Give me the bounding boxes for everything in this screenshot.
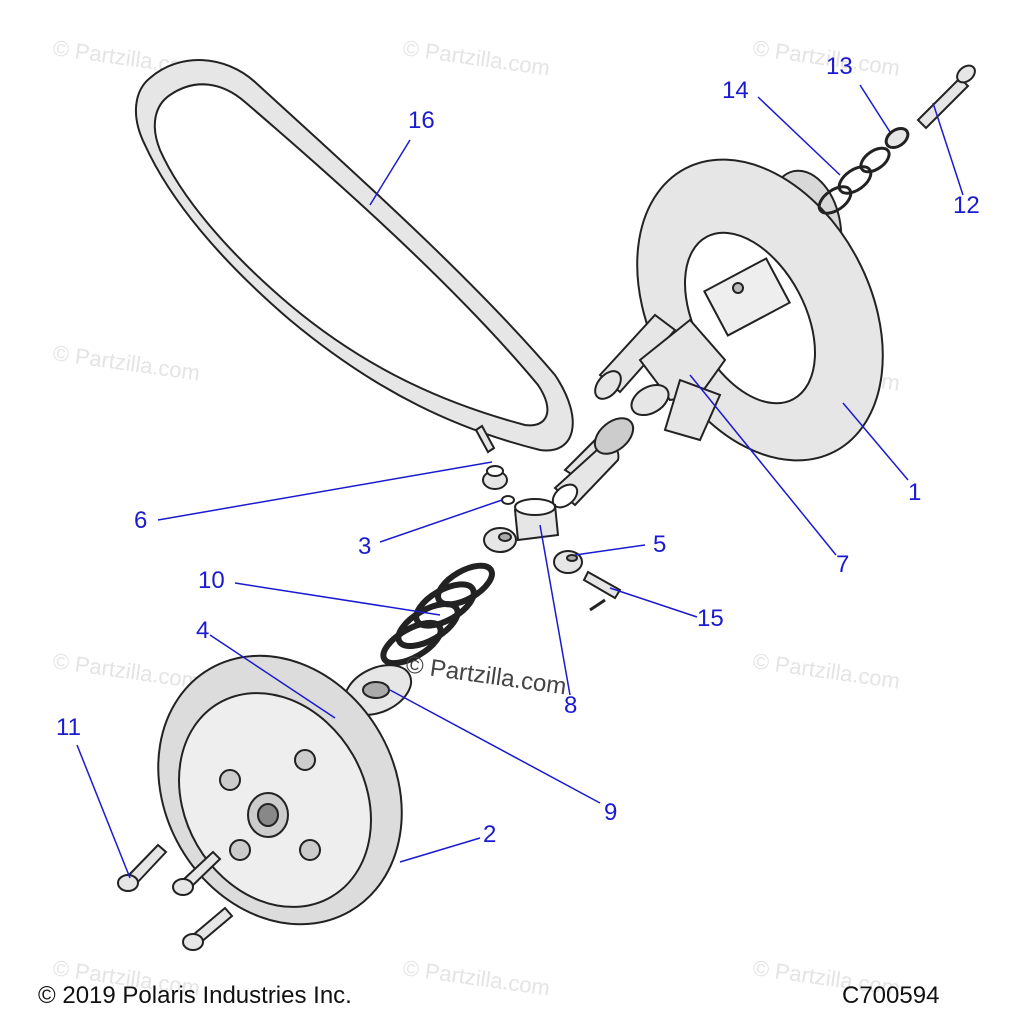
washers — [817, 126, 910, 215]
callout-15: 15 — [697, 605, 724, 632]
callout-4: 4 — [196, 617, 209, 644]
moveable-sheave — [636, 158, 884, 462]
callout-12: 12 — [953, 192, 980, 219]
roller-5 — [553, 550, 622, 612]
callout-3: 3 — [358, 533, 371, 560]
callout-1: 1 — [908, 479, 921, 506]
watermark-text: © Partzilla.com — [751, 648, 901, 693]
watermark-text: © Partzilla.com — [401, 955, 551, 1000]
bushing-8 — [513, 498, 560, 542]
callout-2: 2 — [483, 821, 496, 848]
spring-cup — [343, 664, 413, 716]
roller-left — [483, 527, 517, 553]
callout-11: 11 — [56, 714, 81, 741]
callout-8: 8 — [564, 692, 577, 719]
callout-14: 14 — [722, 77, 749, 104]
drawing-number: C700594 — [842, 982, 940, 1009]
shaft — [551, 417, 635, 509]
watermark-center: © Partzilla.com — [404, 651, 568, 700]
callout-numbers: 16 1 7 14 13 12 6 3 5 15 8 10 4 9 2 11 — [56, 53, 980, 848]
watermark-text: © Partzilla.com — [51, 340, 201, 385]
callout-9: 9 — [604, 799, 617, 826]
callout-16: 16 — [408, 107, 435, 134]
leader-lines — [76, 84, 964, 879]
bolts-11 — [117, 843, 234, 951]
callout-5: 5 — [653, 531, 666, 558]
callout-7: 7 — [836, 551, 849, 578]
copyright-notice: © 2019 Polaris Industries Inc. — [38, 982, 352, 1009]
drive-belt — [134, 59, 574, 452]
bolt-12 — [916, 64, 976, 130]
watermark-text: © Partzilla.com — [51, 648, 201, 693]
callout-10: 10 — [198, 567, 225, 594]
roller-6 — [474, 424, 508, 490]
callout-13: 13 — [826, 53, 853, 80]
watermark-text: © Partzilla.com — [401, 35, 551, 80]
callout-6: 6 — [134, 507, 147, 534]
retaining-ring — [501, 495, 515, 505]
spider-assembly — [594, 313, 727, 442]
